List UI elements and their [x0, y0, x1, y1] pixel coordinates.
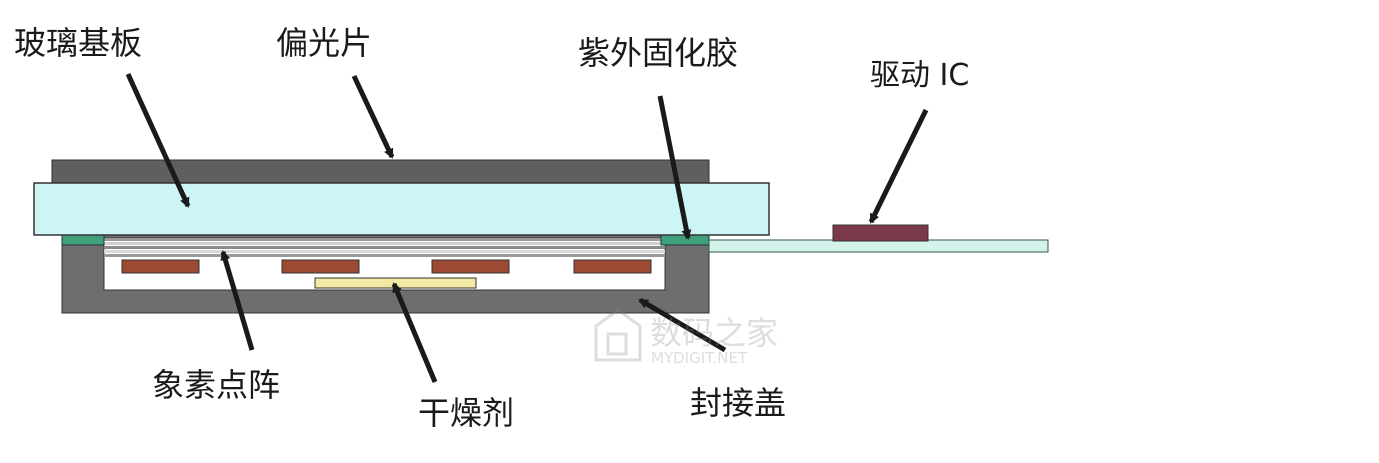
watermark-text-cn: 数码之家 [650, 314, 778, 352]
arrow-glass-substrate [125, 72, 191, 208]
label-polarizer: 偏光片 [276, 24, 372, 62]
arrow-driver-ic [868, 108, 929, 224]
driver-ic-shape [832, 224, 929, 242]
label-desiccant: 干燥剂 [418, 394, 514, 432]
pixel-dot-4 [573, 259, 652, 274]
arrow-polarizer [351, 74, 395, 159]
flex-substrate-shape [708, 239, 1049, 253]
label-glass-substrate: 玻璃基板 [14, 24, 142, 62]
label-driver-ic: 驱动 IC [870, 58, 969, 93]
label-pixel-array: 象素点阵 [152, 366, 280, 404]
watermark-text-en: MYDIGIT.NET [651, 349, 748, 367]
polarizer-shape [51, 159, 710, 185]
arrow-uv-glue [657, 95, 692, 240]
glass-substrate-shape [33, 182, 770, 236]
thin-film-layers [104, 238, 665, 257]
label-encapsulation-cover: 封接盖 [690, 384, 786, 422]
arrow-desiccant [391, 282, 438, 383]
pixel-dot-1 [121, 259, 200, 274]
arrow-pixel-array [220, 250, 255, 351]
pixel-dot-3 [431, 259, 510, 274]
watermark-house-icon [594, 308, 642, 362]
arrow-encapsulation-cover [638, 297, 727, 353]
pixel-dot-2 [281, 259, 360, 274]
label-uv-glue: 紫外固化胶 [578, 34, 738, 72]
watermark: 数码之家 MYDIGIT.NET [594, 308, 778, 367]
